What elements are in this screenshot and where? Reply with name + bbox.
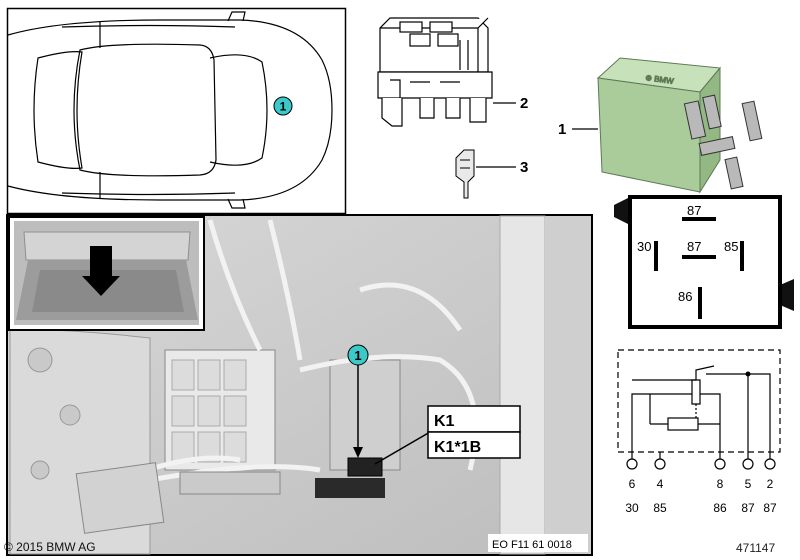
terminal-name-85: 85 (653, 501, 667, 515)
schematic-dashed-box (617, 349, 781, 453)
face-pin-86: 86 (678, 289, 692, 304)
terminal-name-87-a: 87 (741, 501, 755, 515)
terminal-name-30: 30 (625, 501, 639, 515)
face-key-left (614, 197, 630, 225)
car-callout-label: 1 (280, 100, 287, 114)
terminal-name-86: 86 (713, 501, 727, 515)
relay-pins (683, 94, 763, 190)
schematic-terminals (626, 458, 776, 470)
document-number: 471147 (736, 541, 776, 555)
label-box-k1b (427, 431, 521, 459)
relay-face-pins (654, 217, 744, 319)
face-pin-87-top: 87 (687, 203, 701, 218)
socket-callout-number: 2 (520, 95, 528, 112)
relay-callout-number: 1 (558, 121, 566, 138)
terminal-num-2: 2 (767, 477, 774, 491)
relay-socket-parts: 2 3 (377, 17, 528, 199)
label-k1: K1 (434, 413, 455, 430)
face-pin-30: 30 (637, 239, 651, 254)
terminal-num-4: 4 (657, 477, 664, 491)
relay-socket-drawing (377, 17, 493, 127)
trunk-arrow-icon (82, 246, 120, 296)
car-callout-marker (273, 96, 293, 116)
terminal-num-8: 8 (717, 477, 724, 491)
face-pin-87-center: 87 (687, 239, 701, 254)
relay-pin-face-diagram: 87 30 87 85 86 (614, 195, 794, 329)
car-location-view: 1 (6, 7, 347, 215)
copyright-notice: © 2015 BMW AG (4, 540, 96, 554)
label-k1b: K1*1B (434, 439, 481, 456)
terminal-num-5: 5 (745, 477, 752, 491)
terminal-name-87-b: 87 (763, 501, 777, 515)
terminal-num-6: 6 (629, 477, 636, 491)
installation-photo: 1 K1 K1*1B EO F11 61 0018 (6, 214, 593, 556)
photo-callout-label: 1 (354, 348, 361, 363)
trunk-inset-view (8, 216, 205, 331)
relay-circuit-schematic: 6 4 8 5 2 30 85 86 87 87 (617, 349, 781, 515)
face-pin-85: 85 (724, 239, 738, 254)
car-outline (7, 11, 333, 209)
relay-part: 1 ⊕ BMW (558, 57, 763, 194)
photo-code: EO F11 61 0018 (492, 539, 572, 551)
pin-callout-number: 3 (520, 159, 528, 176)
terminal-pin-drawing (455, 149, 475, 199)
relay-face-frame (628, 195, 782, 329)
photo-callout-marker (347, 344, 369, 366)
face-key-right (780, 279, 794, 311)
